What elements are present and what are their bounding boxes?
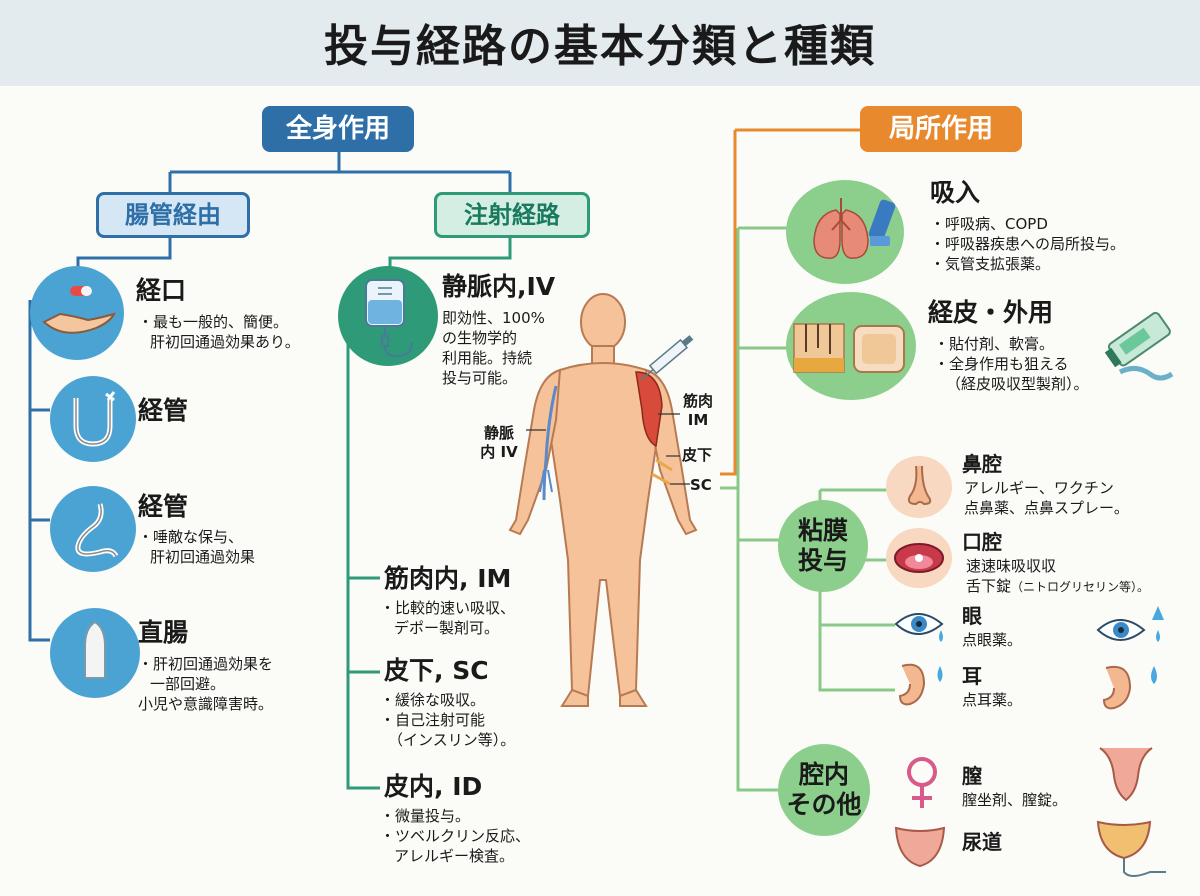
iv-bag-icon — [338, 266, 438, 366]
nasal-desc: アレルギー、ワクチン 点鼻薬、点鼻スプレー。 — [964, 479, 1129, 517]
lungs-icon — [786, 180, 904, 284]
systemic-header: 全身作用 — [262, 106, 414, 152]
rectal-name: 直腸 — [138, 618, 189, 647]
id-name: 皮内, ID — [384, 772, 483, 801]
oral-cavity-name: 口腔 — [962, 530, 1002, 554]
eye-desc: 点眼薬。 — [962, 631, 1023, 649]
oral-name: 経口 — [136, 276, 187, 305]
sc-desc: ・緩徐な吸収。 ・自己注射可能 （インスリン等）。 — [380, 691, 516, 749]
tube-icon — [50, 376, 136, 462]
cavity-circle — [778, 744, 870, 836]
body-label-sc: SC — [690, 476, 712, 494]
im-desc: ・比較的速い吸収、 デポー製剤可。 — [380, 599, 516, 637]
rectal-desc: ・肝初回通過効果を 一部回避。 小児や意識障害時。 — [138, 655, 274, 713]
vaginal-name: 膣 — [962, 764, 982, 788]
body-label-iv: 静脈 内 IV — [480, 424, 518, 461]
nose-icon — [886, 456, 952, 518]
inhalation-desc: ・呼吸病、COPD ・呼吸器疾患への局所投与。 ・気管支拡張薬。 — [930, 215, 1126, 273]
tube2-name: 経管 — [138, 492, 189, 521]
ear-desc: 点耳薬。 — [962, 691, 1023, 709]
mouth-icon — [886, 528, 952, 588]
injection-header: 注射経路 — [434, 192, 590, 238]
mucosal-name: 粘膜 投与 — [797, 516, 848, 575]
mucosal-circle — [778, 500, 868, 592]
tube-coil-icon — [50, 486, 136, 572]
page-title: 投与経路の基本分類と種類 — [324, 21, 876, 72]
enteral-header: 腸管経由 — [96, 192, 250, 238]
urethral-name: 尿道 — [962, 830, 1002, 854]
ear-name: 耳 — [962, 664, 982, 688]
nasal-name: 鼻腔 — [962, 452, 1002, 476]
iv-desc: 即効性、100% の生物学的 利用能。持続 投与可能。 — [442, 309, 545, 387]
id-desc: ・微量投与。 ・ツベルクリン反応、 アレルギー検査。 — [380, 807, 531, 865]
body-label-im: 筋肉 IM — [682, 392, 713, 429]
local-header: 局所作用 — [860, 106, 1022, 152]
suppository-icon — [50, 608, 140, 698]
iv-name: 静脈内,IV — [442, 272, 556, 301]
oral-icon — [30, 266, 124, 360]
sc-name: 皮下, SC — [384, 656, 489, 685]
tube2-desc: ・唾敵な保与、 肝初回通過効果 — [138, 528, 256, 566]
im-name: 筋肉内, IM — [384, 564, 512, 593]
body-label-sc-skin: 皮下 — [682, 446, 713, 464]
tube1-name: 経管 — [138, 396, 189, 425]
vaginal-desc: 膣坐剤、膣錠。 — [962, 791, 1068, 809]
transdermal-name: 経皮・外用 — [928, 298, 1054, 327]
eye-name: 眼 — [962, 604, 982, 628]
transdermal-desc: ・貼付剤、軟膏。 ・全身作用も狙える （経皮吸収型製剤）。 — [934, 335, 1089, 393]
inhalation-name: 吸入 — [930, 178, 981, 207]
oral-desc: ・最も一般的、簡便。 肝初回通過効果あり。 — [138, 313, 300, 351]
skin-patch-icon — [786, 292, 916, 400]
title-band — [0, 0, 1200, 86]
cavity-name: 腔内 その他 — [786, 760, 862, 819]
oral-cavity-desc: 速速味吸収収 舌下錠（ニトログリセリン等）。 — [966, 557, 1150, 595]
